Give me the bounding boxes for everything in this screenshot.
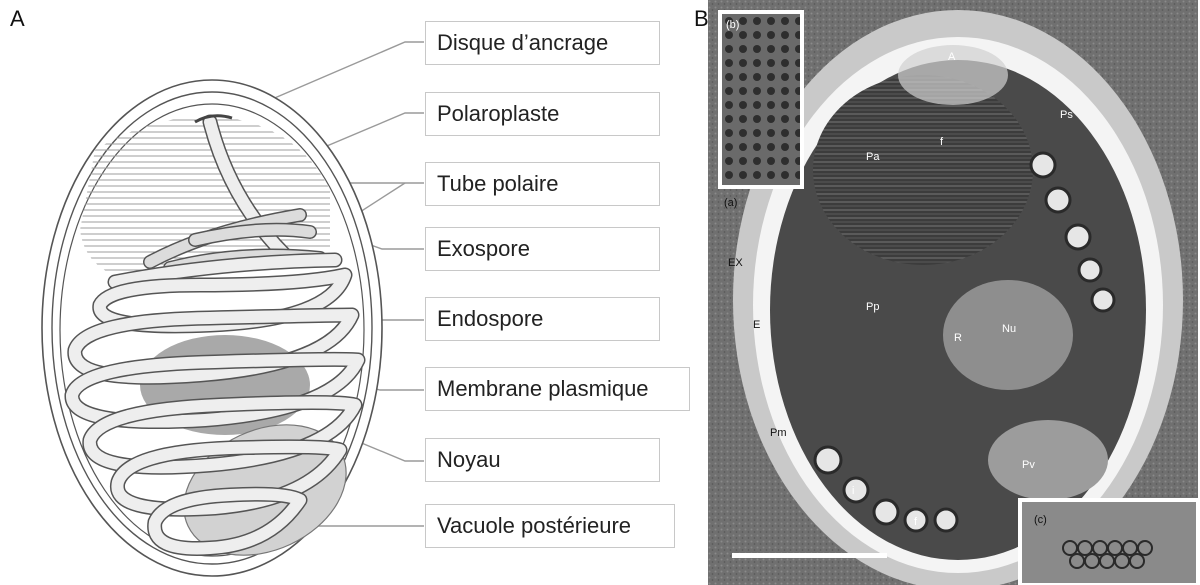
micro-posterior-vacuole <box>988 420 1108 500</box>
spore-schematic <box>0 0 700 585</box>
inset-label-a: (a) <box>724 197 737 209</box>
inset-b <box>720 12 802 187</box>
mark-Nu: Nu <box>1002 323 1016 335</box>
scale-bar <box>732 553 887 558</box>
mark-Pv: Pv <box>1022 459 1035 471</box>
inset-label-b: (b) <box>726 19 739 31</box>
label-anchoring-disc: Disque d’ancrage <box>425 21 660 65</box>
label-posterior-vacuole: Vacuole postérieure <box>425 504 675 548</box>
label-plasma-membrane: Membrane plasmique <box>425 367 690 411</box>
mark-R: R <box>954 332 962 344</box>
mark-Ps: Ps <box>1060 109 1073 121</box>
inset-c <box>1020 500 1198 585</box>
inset-label-c: (c) <box>1034 514 1047 526</box>
label-endospore: Endospore <box>425 297 660 341</box>
mark-Pp: Pp <box>866 301 879 313</box>
mark-Pa: Pa <box>866 151 880 163</box>
mark-Pm: Pm <box>770 427 787 439</box>
label-polaroplast: Polaroplaste <box>425 92 660 136</box>
mark-EX: EX <box>728 257 743 269</box>
label-nucleus: Noyau <box>425 438 660 482</box>
mark-A: A <box>948 51 956 63</box>
label-exospore: Exospore <box>425 227 660 271</box>
micro-polaroplast <box>813 75 1033 265</box>
label-polar-tube: Tube polaire <box>425 162 660 206</box>
electron-micrograph: (b) (a) (c) A Ps f Pa EX E Pp R Nu Pm Pv… <box>708 0 1198 585</box>
micro-nucleus <box>943 280 1073 390</box>
mark-i: i <box>852 485 854 497</box>
mark-E: E <box>753 319 760 331</box>
